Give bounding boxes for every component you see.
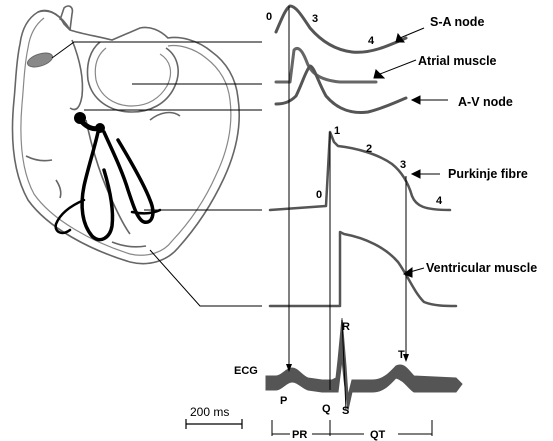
label-arrows	[373, 27, 448, 278]
purkinje-branch-right	[130, 208, 162, 215]
left-atrium-wall	[86, 41, 179, 113]
ecg-trace	[265, 317, 463, 411]
ecg-wave-s: S	[342, 405, 349, 417]
phase-purkinje-3: 3	[400, 159, 406, 171]
ap-traces	[268, 4, 458, 308]
scale-bar-label: 200 ms	[190, 405, 229, 419]
label-ventricular-muscle: Ventricular muscle	[426, 261, 537, 275]
phase-purkinje-0: 0	[316, 189, 322, 201]
left-atrium-inner	[94, 47, 172, 107]
ecg-wave-q: Q	[322, 403, 331, 415]
sa-node-shape	[26, 52, 54, 68]
conduction-system	[54, 112, 162, 242]
right-atrium-wall	[69, 39, 84, 111]
trace-av-node	[274, 64, 408, 114]
arrow-atrial	[379, 59, 417, 75]
drop-arrow-p	[286, 364, 292, 372]
leader-lines	[51, 41, 262, 307]
ecg-wave-t: T	[398, 349, 405, 361]
ecg-qrs-spike	[341, 319, 347, 411]
valve-line-right	[25, 155, 53, 162]
lower-wall-line	[55, 179, 62, 199]
interval-pr: PR	[292, 429, 307, 441]
ecg-wave-r: R	[342, 321, 350, 333]
arrowhead-ventricular	[402, 267, 413, 278]
arrowhead-atrial	[373, 69, 386, 79]
arrowhead-purkinje	[410, 169, 421, 179]
label-atrial-muscle: Atrial muscle	[418, 54, 497, 68]
label-sa-node: S-A node	[430, 15, 484, 29]
right-bundle-branch	[80, 130, 115, 242]
heart-illustration	[11, 5, 241, 265]
phase-sa-0: 0	[266, 11, 272, 23]
phase-purkinje-1: 1	[334, 125, 340, 137]
heart-inner-outline	[20, 17, 232, 256]
phase-sa-4: 4	[368, 35, 375, 47]
phase-purkinje-4: 4	[436, 195, 443, 207]
valve-line-left	[149, 111, 181, 121]
label-av-node: A-V node	[458, 95, 513, 109]
phase-sa-3: 3	[312, 13, 318, 25]
drop-lines	[286, 6, 409, 390]
purkinje-branch-left	[54, 198, 86, 235]
label-purkinje-fibre: Purkinje fibre	[448, 167, 528, 181]
superior-vena-cava	[37, 9, 71, 31]
scale-bar	[185, 419, 243, 429]
drop-arrow-t	[403, 354, 409, 362]
phase-purkinje-2: 2	[366, 143, 372, 155]
arrow-sa-node	[399, 27, 425, 39]
trace-sa-node	[274, 4, 408, 54]
arrowhead-sa-node	[395, 32, 405, 43]
leader-ventricular	[149, 249, 262, 307]
ecg-baseline-band	[265, 317, 463, 411]
left-bundle-branch	[102, 130, 155, 224]
trace-atrial-muscle	[274, 46, 378, 84]
ecg-wave-p: P	[280, 395, 287, 407]
aorta-outline	[59, 5, 74, 31]
interval-qt: QT	[370, 429, 386, 441]
interval-brackets	[271, 420, 433, 436]
ecg-title: ECG	[234, 365, 258, 377]
arrowhead-av-node	[410, 95, 421, 105]
trace-purkinje	[268, 130, 452, 212]
leader-sa	[51, 41, 262, 59]
heart-outline	[11, 10, 241, 265]
apex-line	[111, 241, 147, 248]
